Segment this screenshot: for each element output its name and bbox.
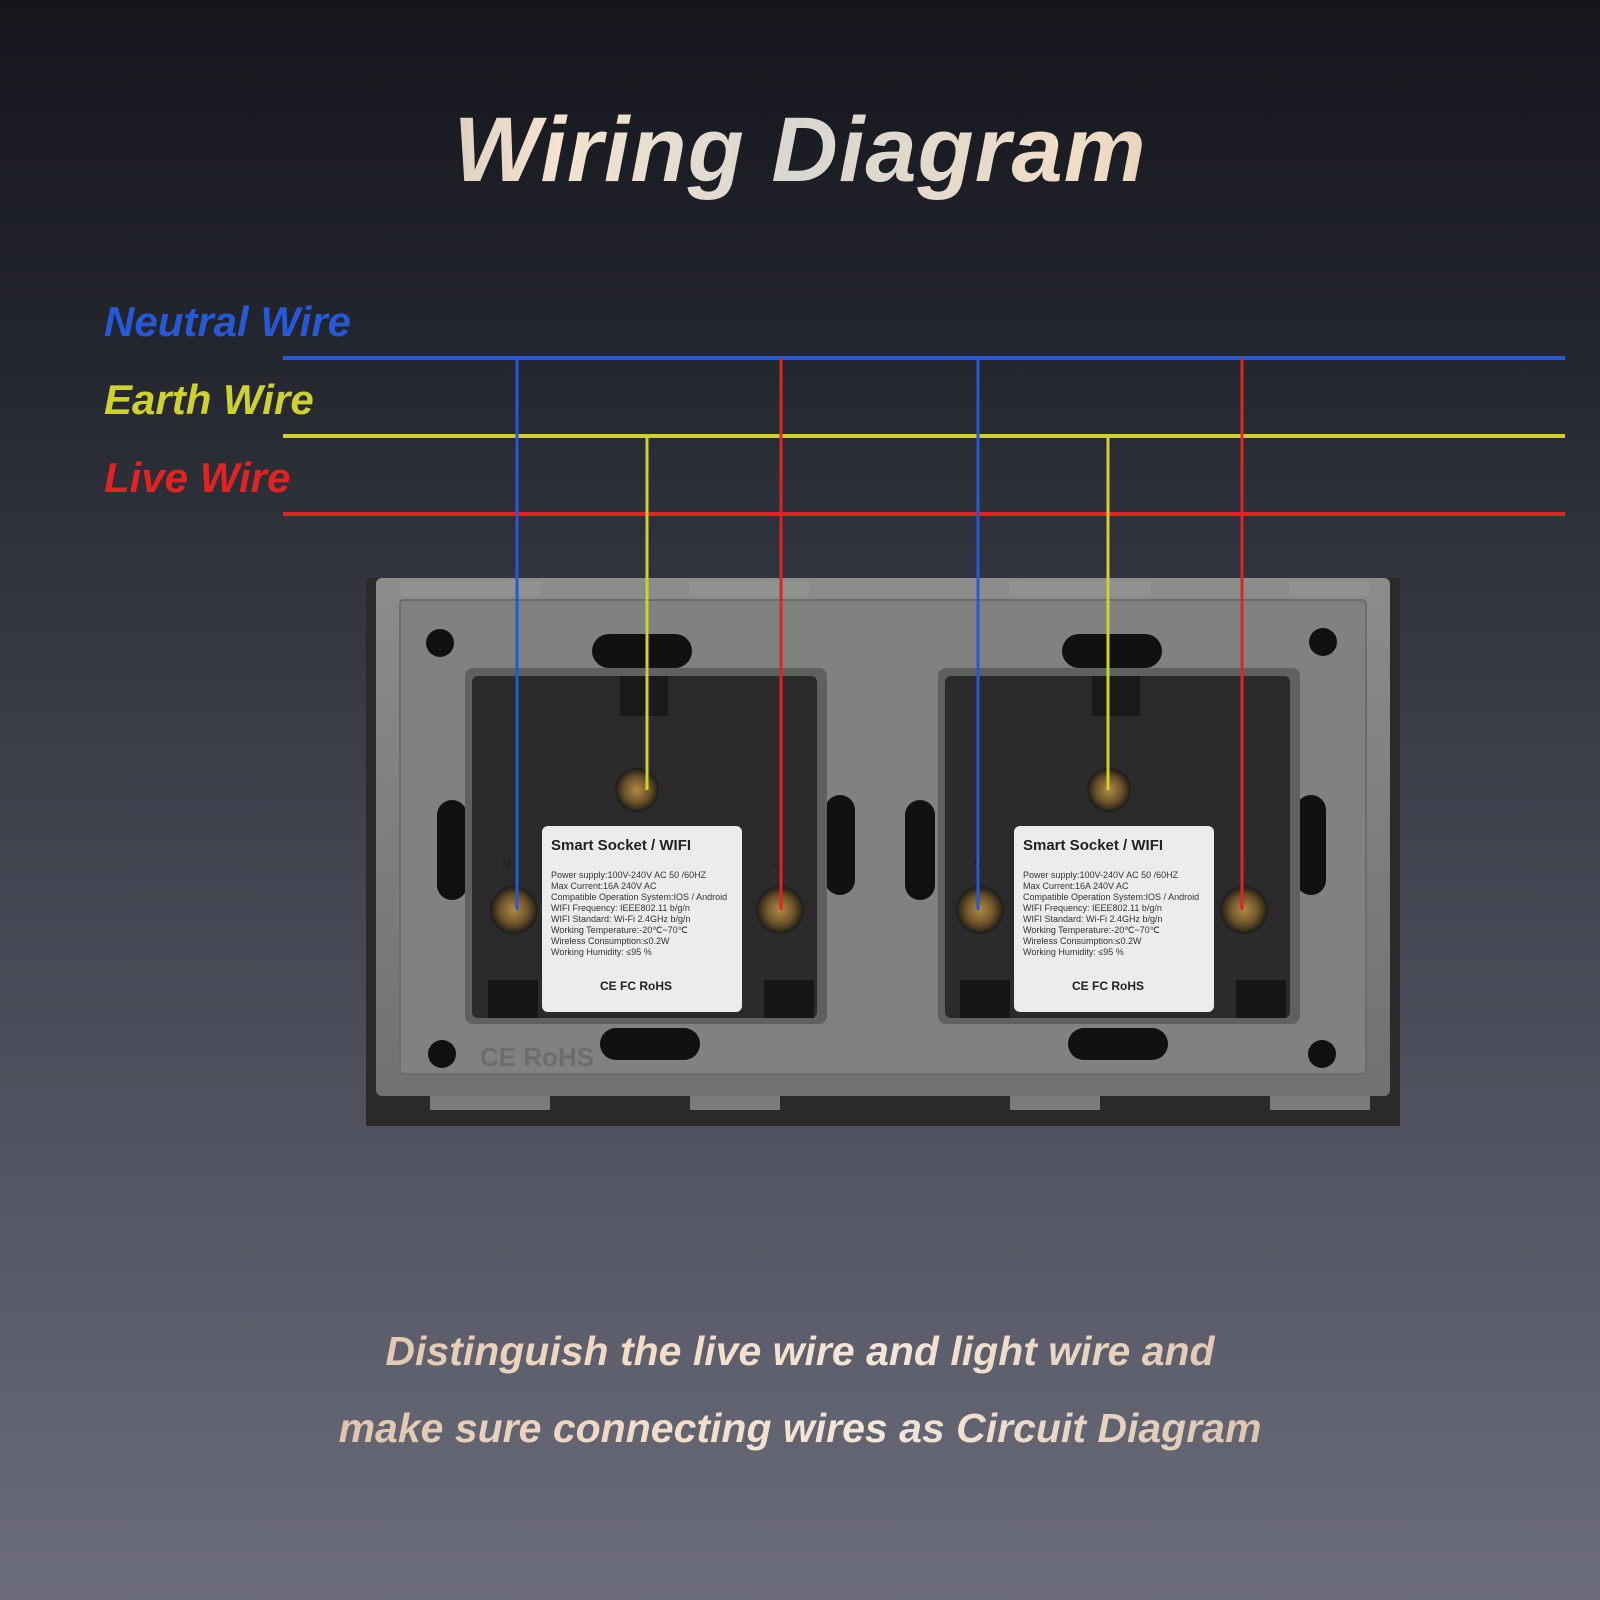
legend-live-wire: Live Wire [104, 454, 291, 501]
socket-label-line: Working Temperature:-20℃~70℃ [1023, 925, 1160, 935]
legend-earth-wire: Earth Wire [104, 376, 314, 423]
socket-label-line: Max Current:16A 240V AC [1023, 881, 1129, 891]
terminal-mark-l: L [772, 857, 779, 871]
plate-mark: CE RoHS [480, 1042, 594, 1072]
diagram-title: Wiring Diagram [0, 98, 1600, 203]
caption-line-1: Distinguish the live wire and light wire… [0, 1328, 1600, 1375]
socket-label-line: WIFI Standard: Wi-Fi 2.4GHz b/g/n [551, 914, 691, 924]
socket-label-line: WIFI Frequency: IEEE802.11 b/g/n [551, 903, 690, 913]
legend-neutral-wire: Neutral Wire [104, 298, 352, 345]
socket-label-line: Compatible Operation System:IOS / Androi… [1023, 892, 1199, 902]
socket-label-line: WIFI Frequency: IEEE802.11 b/g/n [1023, 903, 1162, 913]
terminal-mark-n: N [502, 857, 511, 871]
socket-label-line: Power supply:100V-240V AC 50 /60HZ [551, 870, 707, 880]
socket-module-left: N L Smart Socket / WIFI Power supply:100… [472, 676, 817, 1018]
socket-module-right: N L Smart Socket / WIFI Power supply:100… [945, 676, 1290, 1018]
socket-label-line: Working Temperature:-20℃~70℃ [551, 925, 688, 935]
cert-marks: CE FC RoHS [1072, 979, 1144, 993]
socket-label-line: Power supply:100V-240V AC 50 /60HZ [1023, 870, 1179, 880]
socket-label-line: Working Humidity: ≤95 % [1023, 947, 1124, 957]
socket-label-line: Compatible Operation System:IOS / Androi… [551, 892, 727, 902]
terminal-mark-l: L [1246, 857, 1253, 871]
socket-label-title: Smart Socket / WIFI [551, 837, 691, 854]
socket-label-line: Working Humidity: ≤95 % [551, 947, 652, 957]
cert-marks: CE FC RoHS [600, 979, 672, 993]
socket-label-line: Max Current:16A 240V AC [551, 881, 657, 891]
caption-line-2: make sure connecting wires as Circuit Di… [0, 1405, 1600, 1452]
socket-label-line: WIFI Standard: Wi-Fi 2.4GHz b/g/n [1023, 914, 1163, 924]
socket-label-title: Smart Socket / WIFI [1023, 837, 1163, 854]
socket-label-line: Wireless Consumption:≤0.2W [551, 936, 670, 946]
socket-label-line: Wireless Consumption:≤0.2W [1023, 936, 1142, 946]
